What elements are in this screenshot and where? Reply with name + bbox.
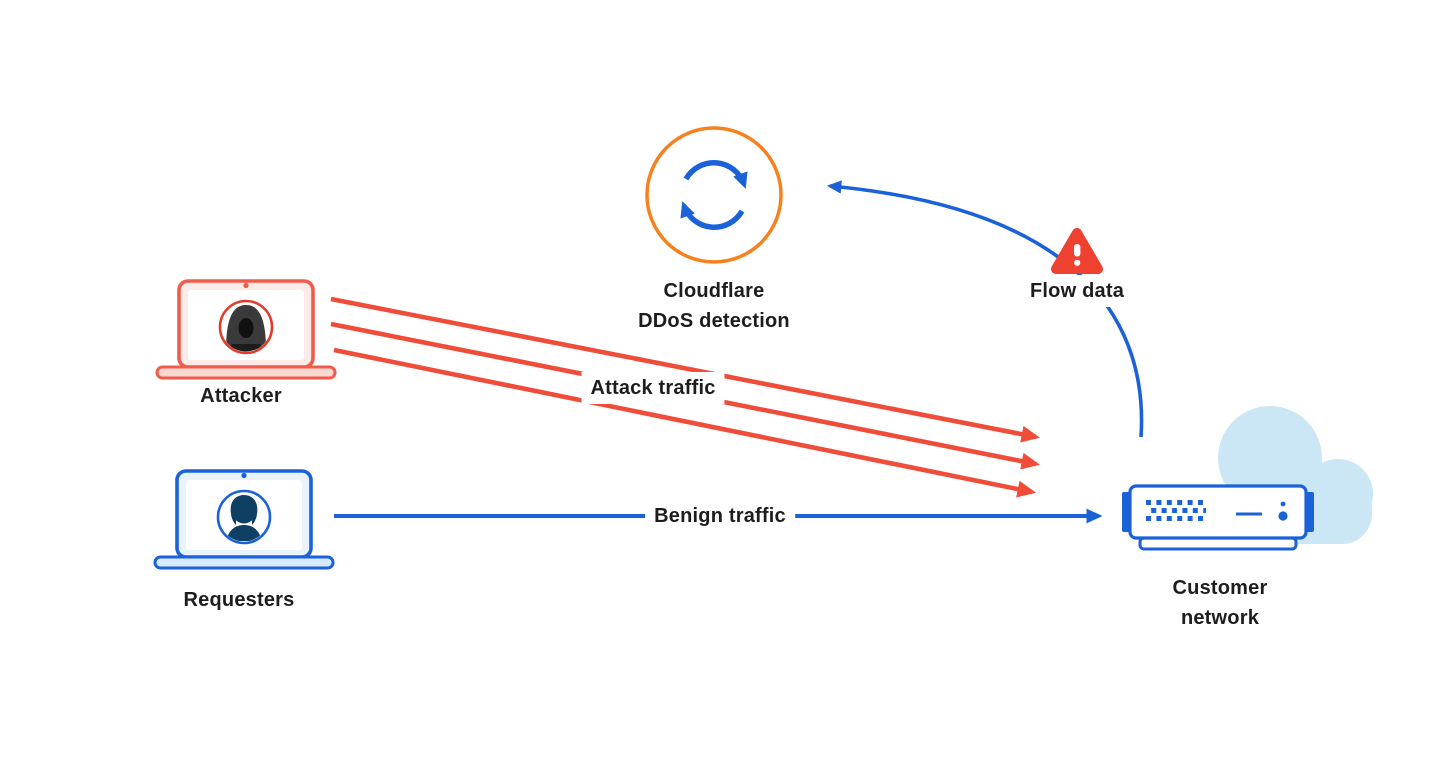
attacker-laptop-icon	[155, 279, 337, 380]
hacker-avatar	[226, 305, 266, 352]
ddos-detection-label-line1: Cloudflare	[663, 280, 765, 302]
ddos-detection-label: Cloudflare DDoS detection	[638, 276, 790, 336]
requester-avatar	[226, 495, 262, 541]
attack-traffic-label: Attack traffic	[581, 372, 725, 404]
requester-laptop-icon	[153, 469, 335, 570]
flow-feedback-arrow	[826, 180, 1144, 438]
camera-dot	[243, 282, 249, 289]
benign-traffic-label: Benign traffic	[645, 500, 795, 532]
ddos-detection-label-line2: DDoS detection	[638, 310, 790, 332]
customer-network-label-line2: network	[1180, 607, 1260, 629]
detection-ring	[645, 126, 783, 264]
flow-data-label: Flow data	[1020, 275, 1134, 307]
server-icon	[1122, 484, 1314, 551]
attacker-label: Attacker	[191, 380, 291, 412]
customer-network-label: Customer network	[1173, 573, 1268, 633]
attacker-node	[155, 279, 337, 380]
sync-cycle-icon	[680, 160, 748, 230]
ddos-detection-node	[645, 126, 783, 264]
warning-triangle-icon	[1051, 228, 1103, 274]
requesters-node	[153, 469, 335, 570]
requesters-label: Requesters	[174, 584, 304, 616]
customer-network-node	[1122, 406, 1373, 551]
camera-dot	[241, 472, 247, 479]
customer-network-label-line1: Customer	[1172, 577, 1268, 599]
